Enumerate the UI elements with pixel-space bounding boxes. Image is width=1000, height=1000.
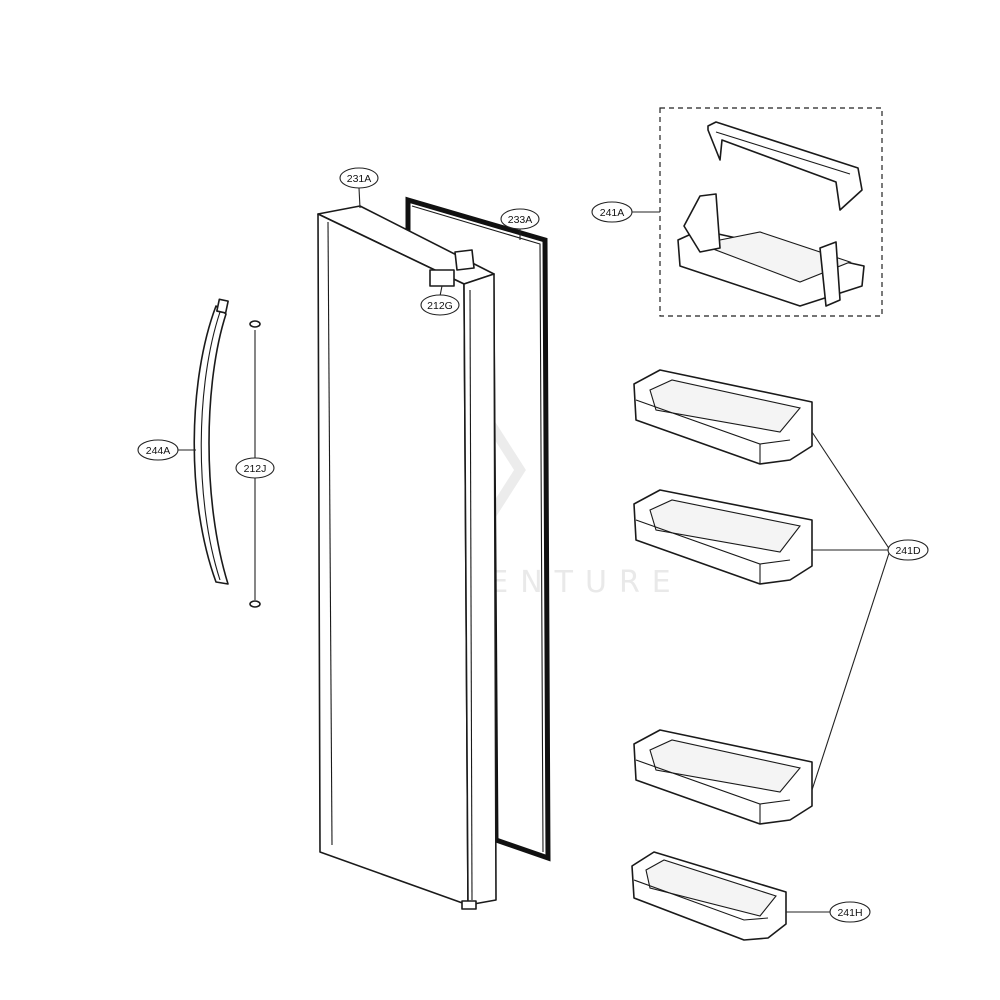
callout-231A: 231A [339,167,379,189]
callout-label: 212G [427,300,453,312]
callout-241D: 241D [887,539,929,561]
label-plate [429,269,455,287]
callout-label: 241A [600,207,625,219]
callout-212J: 212J [235,457,275,479]
callout-label: 231A [347,173,372,185]
door-basket-1 [633,369,813,465]
callout-241A: 241A [591,201,633,223]
callout-label: 244A [146,445,171,457]
shelf-kit-241A [659,107,883,317]
leader-lines [178,187,891,913]
callout-241H: 241H [829,901,871,923]
callout-label: 241H [837,907,862,919]
door-basket-small [631,851,787,941]
door-basket-2 [633,489,813,585]
callout-244A: 244A [137,439,179,461]
callout-212G: 212G [420,294,460,316]
door-panel [317,205,497,910]
callout-label: 233A [508,214,533,226]
callout-label: 212J [244,463,267,475]
door-basket-3 [633,729,813,825]
callout-233A: 233A [500,208,540,230]
door-handle [193,298,229,585]
callout-label: 241D [895,545,921,557]
